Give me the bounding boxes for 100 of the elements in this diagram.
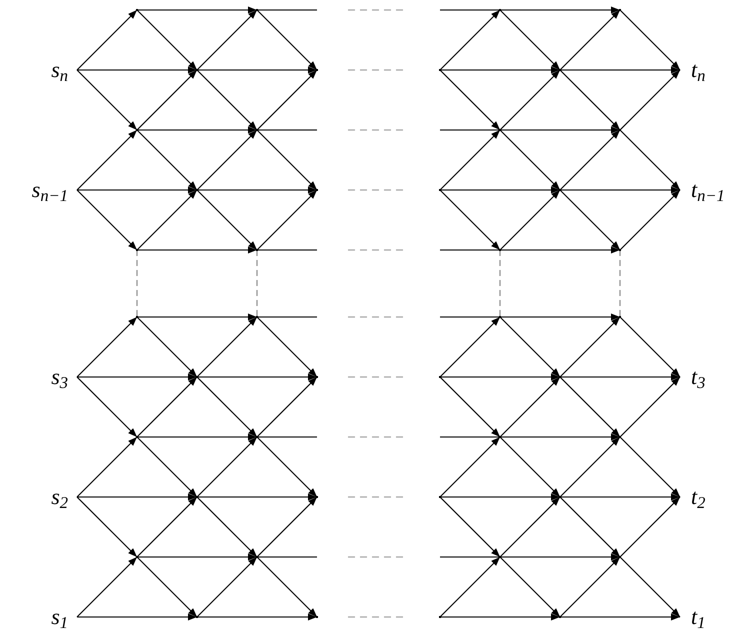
arrow (440, 436, 500, 498)
arrow (137, 246, 257, 254)
arrow (76, 436, 138, 498)
source-label: s$_{n−1}$ (32, 179, 77, 201)
arrow (500, 126, 620, 134)
arrow (256, 496, 318, 558)
arrow (440, 190, 500, 250)
arrow (77, 186, 197, 194)
arrow (76, 556, 138, 618)
arrow (136, 556, 198, 618)
arrow (76, 496, 138, 558)
arrow (440, 66, 560, 74)
arrow (76, 190, 138, 250)
arrow (256, 376, 318, 438)
arrow (196, 316, 258, 378)
sink-label: t$_{1}$ (680, 606, 706, 628)
arrow (76, 10, 138, 70)
arrow (440, 374, 560, 380)
arrow (500, 6, 620, 14)
arrow (500, 376, 560, 438)
arrow (560, 130, 620, 190)
arrow (620, 496, 680, 558)
arrow (500, 314, 620, 320)
arrow (620, 556, 680, 618)
arrow (500, 556, 560, 618)
arrow (500, 130, 560, 190)
arrow (560, 374, 680, 380)
arrow (76, 70, 138, 130)
arrow (500, 436, 560, 498)
arrow (500, 190, 560, 250)
arrow (560, 494, 680, 500)
arrow (136, 10, 198, 70)
dashed-connector (136, 250, 138, 317)
arrow (620, 70, 680, 130)
arrow (196, 190, 258, 250)
sink-label: t$_{n}$ (680, 59, 706, 81)
source-label: s$_{2}$ (51, 486, 77, 508)
arrow (256, 190, 318, 250)
arrow (620, 316, 680, 378)
source-label: s$_{1}$ (51, 606, 77, 628)
arrow (76, 376, 138, 438)
arrow (560, 496, 620, 558)
arrow (440, 130, 500, 190)
arrow (136, 496, 198, 558)
arrow (76, 130, 138, 190)
arrow (136, 130, 198, 190)
arrow (197, 66, 317, 74)
arrow (77, 494, 197, 500)
arrow (500, 434, 620, 440)
arrow (77, 374, 197, 380)
arrow (77, 66, 197, 74)
arrow (76, 316, 138, 378)
arrow (256, 10, 318, 70)
arrow (136, 376, 198, 438)
arrow (620, 376, 680, 438)
arrow (560, 436, 620, 498)
arrow (500, 246, 620, 254)
arrow (560, 66, 680, 74)
sink-label: t$_{3}$ (680, 366, 706, 388)
arrow (197, 374, 317, 380)
source-label: s$_{n}$ (51, 59, 77, 81)
arrow (256, 70, 318, 130)
arrow (440, 376, 500, 438)
arrow (137, 434, 257, 440)
arrow (256, 436, 318, 498)
arrow (560, 190, 620, 250)
arrow (137, 126, 257, 134)
arrow (440, 494, 560, 500)
arrow (196, 376, 258, 438)
arrow (137, 314, 257, 320)
dashed-connector (499, 250, 501, 317)
arrow (440, 186, 560, 194)
arrow (440, 556, 500, 618)
arrow (440, 614, 560, 620)
arrow (256, 316, 318, 378)
arrow (137, 6, 257, 14)
arrow (136, 70, 198, 130)
arrow (500, 70, 560, 130)
arrow (196, 10, 258, 70)
arrow (196, 130, 258, 190)
arrow (500, 316, 560, 378)
source-label: s$_{3}$ (51, 366, 77, 388)
sink-label: t$_{2}$ (680, 486, 706, 508)
arrow (196, 70, 258, 130)
arrow (560, 70, 620, 130)
arrow (136, 316, 198, 378)
arrow (560, 316, 620, 378)
arrow (256, 130, 318, 190)
arrow (440, 496, 500, 558)
arrow (620, 436, 680, 498)
arrow (560, 376, 620, 438)
arrow (256, 556, 318, 618)
arrow (196, 556, 258, 618)
arrow (197, 494, 317, 500)
arrow (560, 186, 680, 194)
sink-label: t$_{n−1}$ (680, 179, 725, 201)
arrow (136, 190, 198, 250)
arrow (137, 554, 257, 560)
arrow (77, 614, 197, 620)
arrow (620, 130, 680, 190)
